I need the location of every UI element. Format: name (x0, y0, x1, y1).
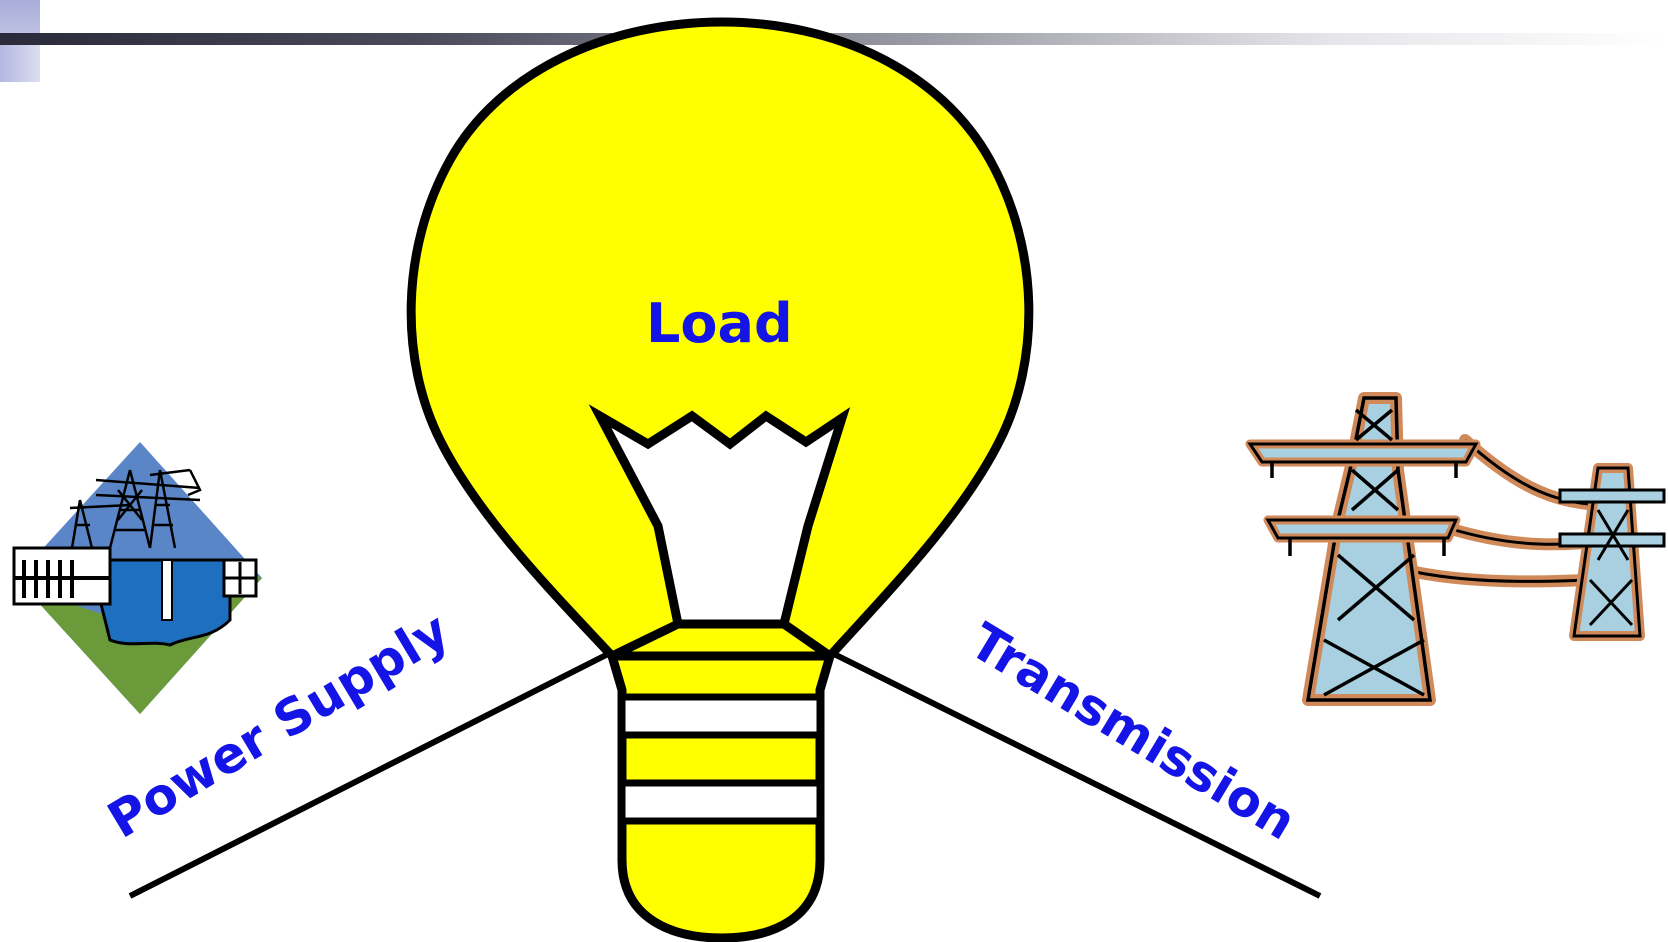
light-bulb-icon (406, 17, 1034, 942)
power-supply-connector (128, 649, 614, 899)
slide-corner-accent-lower (0, 45, 40, 82)
hydro-dam-icon (12, 442, 262, 714)
transmission-tower-icon (1245, 392, 1666, 706)
transmission-connector (828, 649, 1322, 899)
load-label: Load (646, 292, 793, 355)
